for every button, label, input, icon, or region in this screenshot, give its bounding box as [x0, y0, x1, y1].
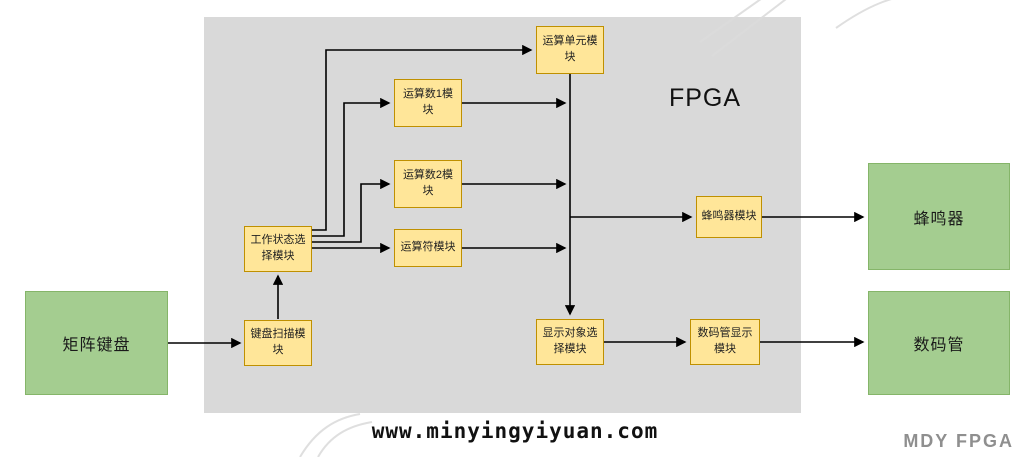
node-operand2-module: 运算数2模块 [394, 160, 462, 208]
node-matrix-keyboard-label: 矩阵键盘 [62, 337, 131, 354]
fpga-label: FPGA [668, 84, 742, 112]
node-display-object-select-module: 显示对象选择模块 [536, 319, 604, 365]
node-matrix-keyboard: 矩阵键盘 [25, 291, 168, 395]
node-operator-module: 运算符模块 [394, 229, 462, 267]
node-segment-display-module: 数码管显示模块 [690, 319, 760, 365]
brand-mdy-fpga: MDY FPGA [903, 431, 1014, 451]
node-operand1-module: 运算数1模块 [394, 79, 462, 127]
node-arithmetic-unit-module: 运算单元模块 [536, 26, 604, 74]
node-operator-label: 运算符模块 [400, 241, 456, 254]
watermark-url-text: www.minyingyiyuan.com [371, 419, 659, 443]
arrow-workstate-to-operand2 [312, 178, 391, 243]
node-arithmetic-unit-label: 运算单元模块 [542, 35, 598, 63]
node-segment-display-label: 数码管显示模块 [697, 327, 753, 355]
arrow-workstate-to-alu [312, 44, 533, 231]
node-work-state-select-module: 工作状态选择模块 [244, 226, 312, 272]
background-watermark-strokes [299, 0, 892, 457]
node-segment-device: 数码管 [868, 291, 1010, 395]
node-segment-device-label: 数码管 [913, 337, 965, 354]
node-buzzer-module: 蜂鸣器模块 [696, 196, 762, 238]
node-keyboard-scan-module: 键盘扫描模块 [244, 320, 312, 366]
node-buzzer-device: 蜂鸣器 [868, 163, 1010, 270]
node-work-state-label: 工作状态选择模块 [250, 234, 306, 262]
node-buzzer-device-label: 蜂鸣器 [913, 210, 965, 228]
node-display-select-label: 显示对象选择模块 [542, 327, 598, 355]
node-operand2-label: 运算数2模块 [402, 169, 454, 197]
node-buzzer-module-label: 蜂鸣器模块 [701, 210, 757, 223]
node-operand1-label: 运算数1模块 [402, 88, 454, 116]
node-keyboard-scan-label: 键盘扫描模块 [250, 328, 306, 356]
arrow-workstate-to-operand1 [312, 97, 391, 237]
